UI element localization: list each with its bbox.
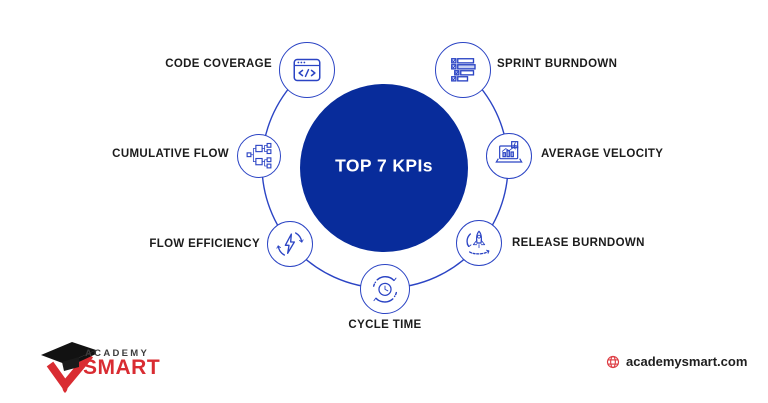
kpi-node-flow-efficiency bbox=[267, 221, 313, 267]
brand-name-bottom: SMART bbox=[83, 356, 161, 379]
kpi-label-flow-efficiency: FLOW EFFICIENCY bbox=[149, 238, 260, 250]
lightning-cycle-icon bbox=[276, 232, 304, 256]
browser-code-icon bbox=[293, 58, 321, 82]
diagram-title: TOP 7 KPIs bbox=[335, 155, 433, 176]
globe-icon bbox=[606, 355, 620, 368]
kpi-node-cycle-time bbox=[360, 264, 410, 314]
kpi-label-cumulative-flow: CUMULATIVE FLOW bbox=[112, 148, 229, 160]
laptop-chart-icon bbox=[495, 141, 523, 163]
academy-smart-logo: ACADEMY SMART bbox=[38, 336, 188, 396]
kpi-label-average-velocity: AVERAGE VELOCITY bbox=[541, 148, 664, 160]
kpi-label-sprint-burndown: SPRINT BURNDOWN bbox=[497, 58, 618, 70]
kpi-node-code-coverage bbox=[279, 42, 335, 98]
graduation-cap-icon bbox=[41, 342, 96, 393]
task-bars-icon bbox=[451, 58, 476, 82]
kpi-node-sprint-burndown bbox=[435, 42, 491, 98]
clock-cycle-icon bbox=[372, 276, 398, 303]
flowchart-icon bbox=[246, 142, 272, 169]
website-url[interactable]: academysmart.com bbox=[626, 354, 748, 369]
kpi-label-code-coverage: CODE COVERAGE bbox=[165, 58, 272, 70]
website-link[interactable]: academysmart.com bbox=[606, 354, 747, 369]
kpi-label-cycle-time: CYCLE TIME bbox=[348, 319, 422, 331]
kpi-node-average-velocity bbox=[486, 133, 532, 179]
kpi-node-release-burndown bbox=[456, 220, 502, 266]
rocket-orbit-icon bbox=[466, 230, 490, 255]
brand-name-top: ACADEMY bbox=[85, 348, 150, 359]
kpi-node-cumulative-flow bbox=[237, 134, 281, 178]
center-circle bbox=[300, 84, 468, 252]
kpi-label-release-burndown: RELEASE BURNDOWN bbox=[512, 237, 645, 249]
